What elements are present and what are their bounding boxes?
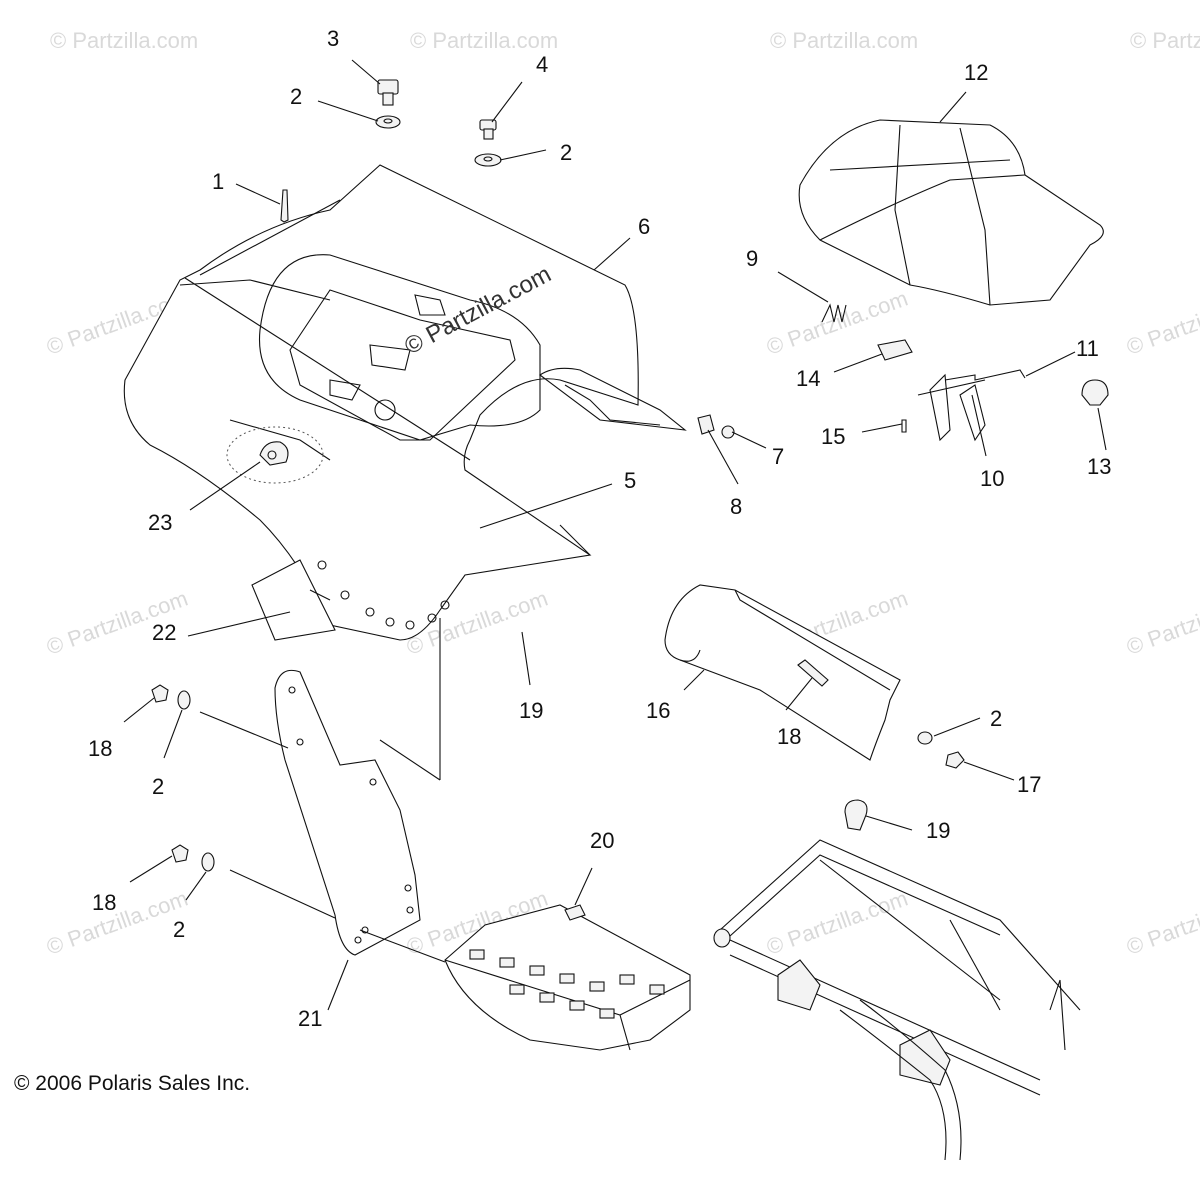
frame — [713, 799, 1081, 1161]
watermark: © Partzilla.com — [1123, 286, 1200, 360]
watermark: © Partzilla.com — [1130, 28, 1200, 53]
decal-label — [251, 559, 336, 641]
top-hardware — [280, 79, 502, 223]
watermark: © Partzilla.com — [43, 886, 191, 960]
watermark: © Partzilla.com — [1123, 586, 1200, 660]
mud-flap-bracket — [274, 669, 421, 956]
callout-9: 9 — [746, 246, 758, 271]
watermark-grid: © Partzilla.com © Partzilla.com © Partzi… — [43, 28, 1200, 960]
callout-10: 10 — [980, 466, 1004, 491]
callout-1: 1 — [212, 169, 224, 194]
rear-fender — [123, 164, 687, 641]
watermark: © Partzilla.com — [410, 28, 558, 53]
callout-13: 13 — [1087, 454, 1111, 479]
leader-lines — [123, 59, 1107, 1011]
callout-4: 4 — [536, 52, 548, 77]
callout-19: 19 — [926, 818, 950, 843]
callout-12: 12 — [964, 60, 988, 85]
watermark: © Partzilla.com — [763, 886, 911, 960]
callout-18: 18 — [88, 736, 112, 761]
seat-latch-hardware — [697, 303, 1109, 442]
callout-2: 2 — [152, 774, 164, 799]
left-hardware — [151, 684, 215, 872]
callout-2: 2 — [173, 917, 185, 942]
callout-18: 18 — [777, 724, 801, 749]
callout-18: 18 — [92, 890, 116, 915]
callout-23: 23 — [148, 510, 172, 535]
watermark: © Partzilla.com — [1123, 886, 1200, 960]
callout-16: 16 — [646, 698, 670, 723]
callout-6: 6 — [638, 214, 650, 239]
callout-2: 2 — [290, 84, 302, 109]
callout-2: 2 — [560, 140, 572, 165]
watermark: © Partzilla.com — [50, 28, 198, 53]
callout-22: 22 — [152, 620, 176, 645]
callout-7: 7 — [772, 444, 784, 469]
callout-8: 8 — [730, 494, 742, 519]
heat-shield — [664, 584, 901, 761]
watermark: © Partzilla.com — [770, 28, 918, 53]
callout-15: 15 — [821, 424, 845, 449]
right-hardware — [917, 731, 965, 769]
footrest — [444, 904, 691, 1051]
callout-5: 5 — [624, 468, 636, 493]
copyright-notice: © 2006 Polaris Sales Inc. — [14, 1072, 251, 1095]
callout-20: 20 — [590, 828, 614, 853]
callout-19: 19 — [519, 698, 543, 723]
callout-11: 11 — [1076, 336, 1099, 361]
callout-2: 2 — [990, 706, 1002, 731]
callout-3: 3 — [327, 26, 339, 51]
callout-14: 14 — [796, 366, 820, 391]
callout-labels: 1 2 3 4 2 6 5 7 8 9 10 11 12 13 14 15 23… — [88, 26, 1111, 1031]
callout-21: 21 — [298, 1006, 322, 1031]
callout-17: 17 — [1017, 772, 1041, 797]
seat — [798, 119, 1104, 306]
fuel-cap-area — [226, 426, 324, 484]
